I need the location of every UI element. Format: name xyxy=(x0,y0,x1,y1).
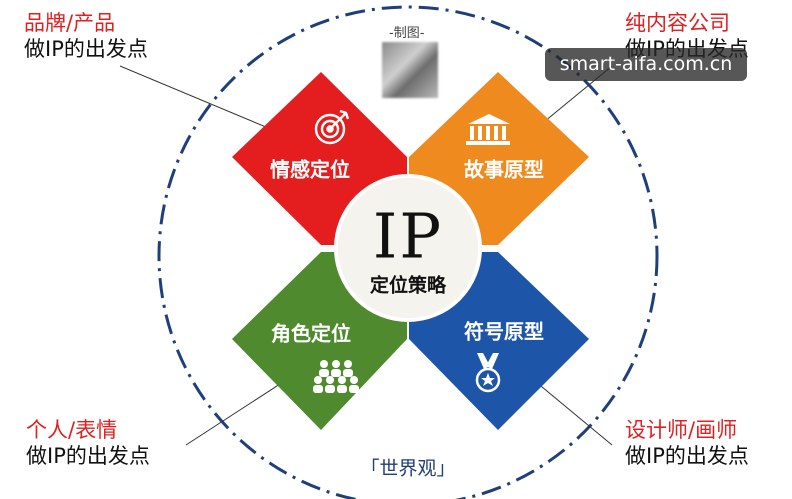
callout-subtitle: 做IP的出发点 xyxy=(625,444,749,469)
petal-label-character: 角色定位 xyxy=(271,321,351,346)
medal-star-icon xyxy=(475,353,501,393)
center-circle xyxy=(334,174,482,322)
callout-top-left: 品牌/产品 做IP的出发点 xyxy=(24,10,148,63)
callout-subtitle: 做IP的出发点 xyxy=(26,444,150,469)
callout-title: 设计师/画师 xyxy=(625,418,738,442)
callout-title: 纯内容公司 xyxy=(625,11,730,35)
petal-label-symbol: 符号原型 xyxy=(464,319,544,344)
callout-title: 个人/表情 xyxy=(26,418,118,442)
caption: -制图- xyxy=(389,26,425,41)
callout-title: 品牌/产品 xyxy=(24,11,116,35)
callout-bottom-right: 设计师/画师 做IP的出发点 xyxy=(625,417,749,470)
center-subtitle: 定位策略 xyxy=(369,274,447,297)
bank-building-icon xyxy=(466,114,510,145)
callout-bottom-left: 个人/表情 做IP的出发点 xyxy=(26,417,150,470)
world-ring xyxy=(157,5,659,499)
center-title: IP xyxy=(372,199,444,273)
people-group-icon xyxy=(313,360,359,393)
watermark: smart-aifa.com.cn xyxy=(545,48,747,81)
petal-label-story: 故事原型 xyxy=(464,157,544,182)
world-view-label: 「世界观」 xyxy=(360,457,456,480)
petal-label-emotion: 情感定位 xyxy=(270,157,350,182)
target-arrow-icon xyxy=(314,109,350,145)
callout-subtitle: 做IP的出发点 xyxy=(24,37,148,62)
blurred-qr-image xyxy=(382,42,438,98)
